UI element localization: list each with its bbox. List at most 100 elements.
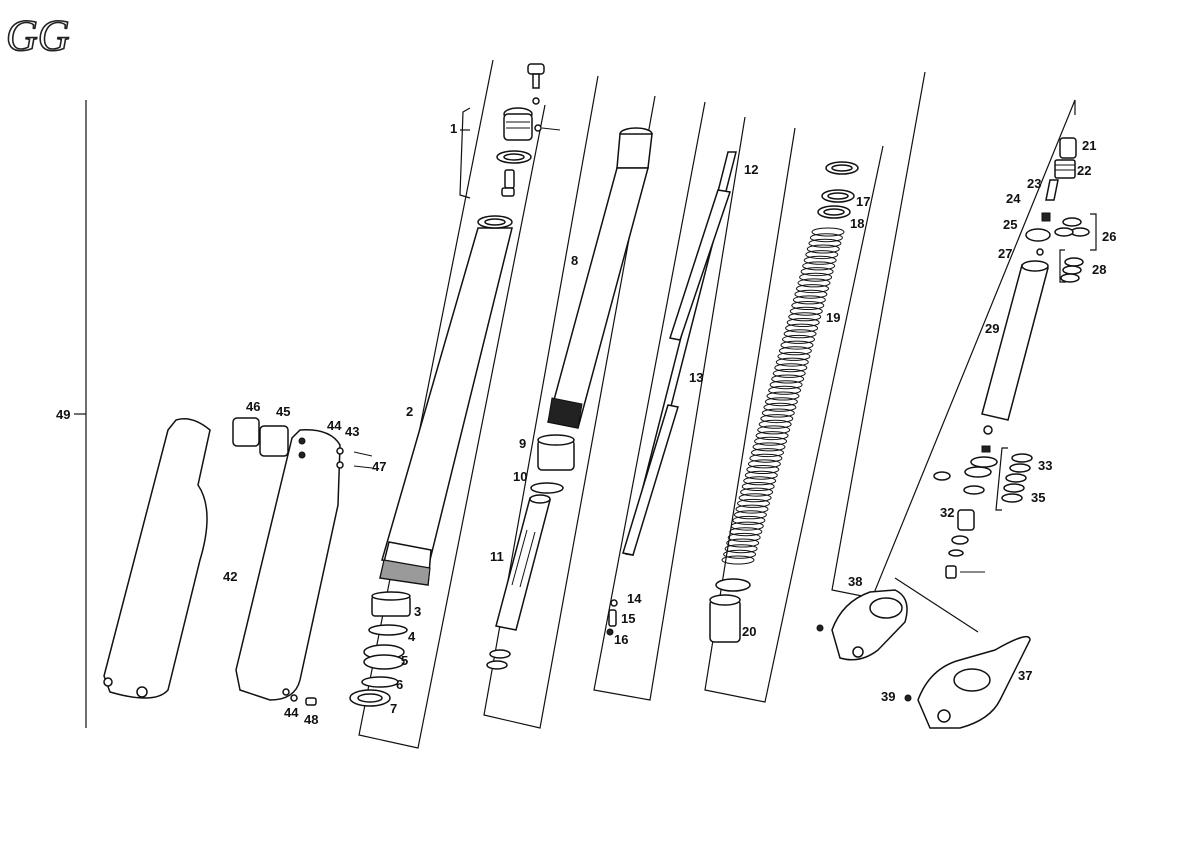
spring-coil (808, 238, 842, 248)
label-7: 7 (390, 701, 397, 716)
label-18: 18 (850, 216, 864, 231)
parts-43-to-48-guard-hardware (232, 417, 373, 706)
spring-coil (783, 329, 817, 339)
bracket-1 (459, 107, 471, 199)
spring-coil (766, 391, 800, 401)
spring-coil (782, 334, 815, 344)
spring-coil (730, 521, 764, 531)
spring-coil (785, 323, 819, 333)
label-24: 24 (1006, 191, 1021, 206)
spring-coil (763, 402, 797, 412)
part-labels: 1 2 3 4 5 6 7 8 9 10 11 12 13 14 15 16 1… (56, 121, 1116, 727)
spring-coil (786, 318, 820, 327)
label-29: 29 (985, 321, 999, 336)
spring-coil (755, 431, 789, 441)
spring-coil (772, 368, 806, 378)
spring-coil (740, 487, 774, 497)
parts-9-to-11 (486, 434, 575, 670)
label-44-bottom: 44 (284, 705, 299, 720)
spring-coil (735, 504, 769, 514)
parts-37-to-39-clamps (816, 577, 1031, 729)
logo-text: GG (6, 11, 70, 60)
spring-coil (749, 453, 783, 463)
spring-coil (738, 493, 772, 503)
label-6: 6 (396, 677, 403, 692)
spring-coil (789, 306, 823, 316)
label-25: 25 (1003, 217, 1017, 232)
spring-coil (726, 538, 760, 548)
part-20-spacer (709, 578, 751, 643)
spring-coil (777, 351, 811, 361)
spring-coil (723, 549, 757, 559)
label-4: 4 (408, 629, 416, 644)
spring-coil (729, 527, 763, 537)
label-14: 14 (627, 591, 642, 606)
logo: GG (5, 10, 70, 61)
spring-coil (733, 510, 767, 520)
spring-coil (800, 267, 834, 277)
spring-coil (758, 419, 792, 429)
spring-coil (794, 289, 828, 299)
label-49: 49 (56, 407, 70, 422)
spring-coil (775, 357, 809, 367)
label-28: 28 (1092, 262, 1106, 277)
spring-coil (791, 301, 825, 310)
spring-coil (809, 233, 843, 243)
spring-coil (803, 255, 837, 265)
label-38: 38 (848, 574, 862, 589)
spring-coil (737, 498, 770, 508)
parts-21-to-29 (981, 137, 1090, 421)
spring-coil (721, 555, 755, 565)
part-19-spring (721, 227, 845, 565)
label-23: 23 (1027, 176, 1041, 191)
label-48: 48 (304, 712, 318, 727)
spring-coil (757, 425, 791, 435)
label-35: 35 (1031, 490, 1045, 505)
label-20: 20 (742, 624, 756, 639)
label-45: 45 (276, 404, 290, 419)
label-16: 16 (614, 632, 628, 647)
spring-coil (752, 442, 786, 452)
label-12: 12 (744, 162, 758, 177)
label-9: 9 (519, 436, 526, 451)
label-33: 33 (1038, 458, 1052, 473)
spring-coil (780, 340, 814, 350)
spring-coil (805, 250, 839, 260)
spring-coil (724, 544, 758, 554)
label-42: 42 (223, 569, 237, 584)
parts-3-to-7-seals (349, 591, 411, 707)
part-8-inner-tube (547, 127, 653, 429)
spring-coil (799, 272, 833, 282)
label-26: 26 (1102, 229, 1116, 244)
spring-coil (761, 408, 795, 418)
spring-coil (743, 476, 777, 486)
label-32: 32 (940, 505, 954, 520)
spring-coil (727, 532, 761, 542)
spring-coil (741, 482, 775, 491)
label-10: 10 (513, 469, 527, 484)
label-39: 39 (881, 689, 895, 704)
brackets-right (995, 213, 1097, 511)
label-1: 1 (450, 121, 457, 136)
spring-coil (746, 465, 780, 474)
spring-coil (797, 278, 831, 288)
spring-coil (751, 448, 784, 458)
label-27: 27 (998, 246, 1012, 261)
label-3: 3 (414, 604, 421, 619)
label-43: 43 (345, 424, 359, 439)
parts-32-to-35 (933, 425, 1033, 579)
label-21: 21 (1082, 138, 1096, 153)
label-11: 11 (490, 549, 504, 564)
part-1-cap-assembly (496, 63, 561, 197)
part-42-fork-guard (103, 418, 211, 699)
spring-coil (754, 436, 788, 446)
spring-coil (796, 284, 829, 294)
label-47: 47 (372, 459, 386, 474)
spring-coil (806, 244, 840, 254)
spring-coil (771, 374, 805, 384)
spring-coil (792, 295, 826, 305)
label-19: 19 (826, 310, 840, 325)
label-44-top: 44 (327, 418, 342, 433)
spring-coil (732, 515, 766, 525)
